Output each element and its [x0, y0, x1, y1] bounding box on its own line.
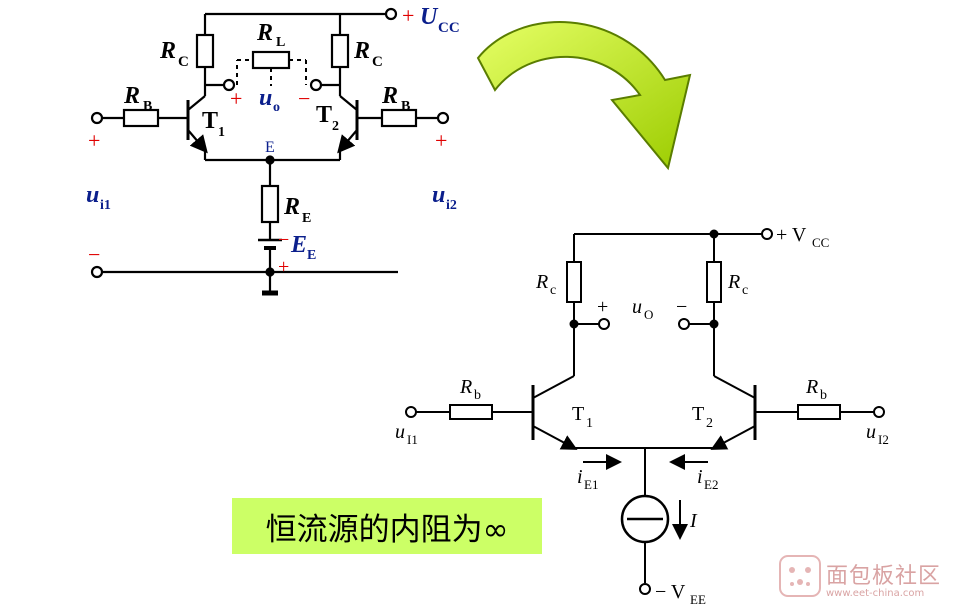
vee-label: − V	[655, 581, 686, 603]
bottom-left-terminal	[90, 265, 104, 279]
rl-resistor	[251, 50, 291, 70]
rc-right-resistor	[330, 33, 350, 69]
ucc-sub: CC	[438, 20, 460, 36]
rl-sub: L	[276, 35, 285, 50]
i-label: I	[689, 510, 698, 532]
ui2-sub: i2	[446, 198, 457, 213]
caption-box: 恒流源的内阻为∞	[232, 498, 542, 554]
watermark: 面包板社区 www.eet-china.com	[778, 554, 954, 604]
t1-label: T	[202, 108, 218, 134]
re-sub: E	[302, 211, 311, 226]
vcc-sub: CC	[812, 235, 829, 250]
ui2-terminal	[436, 111, 450, 125]
right-uo-label: u	[632, 296, 642, 318]
right-rb-left-sub: b	[474, 388, 481, 403]
rb-right-resistor	[380, 108, 418, 128]
uo-minus: −	[298, 86, 310, 111]
right-rb-right-label: R	[805, 376, 818, 398]
t1-sub: 1	[218, 125, 225, 140]
right-rb-left-label: R	[459, 376, 472, 398]
watermark-text: 面包板社区	[826, 564, 942, 589]
right-ui2-terminal	[873, 406, 885, 418]
uo-left-terminal	[222, 78, 236, 92]
right-t2-label: T	[692, 403, 704, 425]
right-t2-sub: 2	[706, 416, 713, 431]
ee-minus: −	[278, 229, 289, 251]
right-rc-right-resistor	[706, 261, 722, 303]
watermark-logo-icon	[779, 555, 821, 597]
t2-label: T	[316, 102, 332, 128]
rb-left-label: R	[123, 83, 140, 109]
uo-sub: o	[273, 100, 280, 115]
caption-text: 恒流源的内阻为∞	[265, 511, 509, 548]
rl-label: R	[256, 20, 273, 46]
right-uo-minus: −	[676, 296, 687, 318]
rb-right-sub: B	[401, 99, 410, 114]
right-t1-sub: 1	[586, 416, 593, 431]
right-rc-left-sub: c	[550, 283, 556, 298]
ie2-sub: E2	[704, 477, 718, 492]
rb-right-label: R	[381, 83, 398, 109]
uo-right-terminal	[309, 78, 323, 92]
ui1-plus: +	[88, 128, 100, 153]
vcc-label: + V	[776, 224, 807, 246]
left-labels: + U CC R C R C R L + − u o R B R B T 1 T…	[86, 3, 460, 278]
node-e-label: E	[265, 139, 275, 156]
t2-sub: 2	[332, 119, 339, 134]
re-resistor	[260, 184, 280, 224]
ui1-label: u	[86, 182, 99, 208]
right-ui1-sub: I1	[407, 432, 418, 447]
right-rb-right-resistor	[797, 404, 841, 420]
right-uo-plus: +	[597, 296, 608, 318]
right-ui1-terminal	[405, 406, 417, 418]
rc-left-sub: C	[178, 54, 189, 70]
ee-plus: +	[278, 256, 289, 278]
curved-arrow	[476, 21, 692, 171]
ie1-label: i	[577, 466, 583, 488]
ui1-sub: i1	[100, 198, 111, 213]
vee-sub: EE	[690, 592, 706, 607]
right-uo-right-terminal	[678, 318, 690, 330]
rc-left-resistor	[195, 33, 215, 69]
ucc-plus: +	[402, 3, 414, 28]
right-ui2-label: u	[866, 421, 876, 443]
right-t1-label: T	[572, 403, 584, 425]
left-circuit	[90, 7, 450, 296]
right-rc-left-resistor	[566, 261, 582, 303]
right-uo-sub: O	[644, 307, 653, 322]
uo-plus: +	[230, 86, 242, 111]
ee-sub: E	[307, 248, 316, 263]
ui2-plus: +	[435, 128, 447, 153]
right-rc-right-sub: c	[742, 283, 748, 298]
ucc-label: U	[420, 4, 439, 30]
watermark-url: www.eet-china.com	[826, 588, 925, 599]
right-rb-left-resistor	[449, 404, 493, 420]
rc-left-label: R	[159, 38, 176, 64]
vcc-terminal	[761, 228, 773, 240]
right-labels: + V CC R c R c + − u O R b R b T 1 T 2 u…	[395, 224, 889, 607]
right-circuit	[405, 228, 885, 595]
ie2-label: i	[697, 466, 703, 488]
right-rc-right-label: R	[727, 271, 740, 293]
ui-minus: −	[88, 242, 100, 267]
rc-right-label: R	[353, 38, 370, 64]
right-ui2-sub: I2	[878, 432, 889, 447]
uo-label: u	[259, 85, 272, 111]
ui1-terminal	[90, 111, 104, 125]
right-rb-right-sub: b	[820, 388, 827, 403]
ee-label: E	[290, 232, 307, 258]
rc-right-sub: C	[372, 54, 383, 70]
ucc-terminal	[384, 7, 398, 21]
ui2-label: u	[432, 182, 445, 208]
right-ui1-label: u	[395, 421, 405, 443]
re-label: R	[283, 194, 300, 220]
rb-left-sub: B	[143, 99, 152, 114]
right-rc-left-label: R	[535, 271, 548, 293]
vee-terminal	[639, 583, 651, 595]
right-uo-left-terminal	[598, 318, 610, 330]
rb-left-resistor	[122, 108, 160, 128]
ie1-sub: E1	[584, 477, 598, 492]
